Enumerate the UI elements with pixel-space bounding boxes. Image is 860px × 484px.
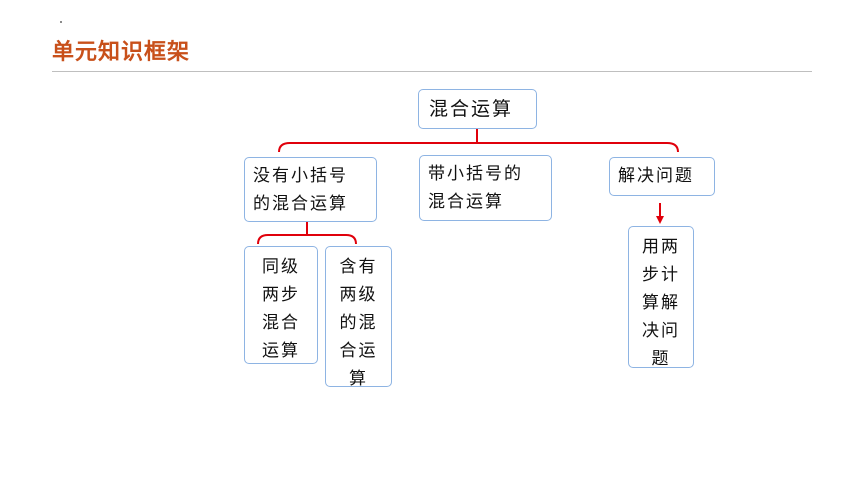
sub-node-two-levels-line: 算	[349, 369, 368, 390]
sub-node-same-level-line: 混合	[262, 313, 300, 334]
branch-no-parentheses: 没有小括号 的混合运算	[244, 157, 377, 222]
sub-node-two-levels-line: 两级	[339, 285, 378, 306]
branch-no-parentheses-line2: 的混合运算	[253, 194, 348, 215]
sub-node-same-level-line: 同级	[262, 257, 300, 277]
branch-with-parentheses: 带小括号的 混合运算	[419, 155, 552, 221]
root-bracket	[278, 142, 679, 153]
root-node-label: 混合运算	[429, 98, 514, 120]
root-node: 混合运算	[418, 89, 537, 129]
branch-problem-solving-label: 解决问题	[618, 166, 694, 186]
sub-node-two-levels-line: 合运	[339, 341, 378, 362]
sub-node-two-step-problem: 用两 步计 算解 决问 题	[628, 226, 694, 369]
sub-node-two-levels-line: 的混	[339, 313, 378, 334]
sub-node-same-level-line: 运算	[262, 341, 300, 362]
sub-node-two-step-problem-line: 决问	[642, 321, 680, 342]
title-divider	[52, 71, 812, 72]
branch-no-parentheses-line1: 没有小括号	[253, 166, 348, 186]
page-title: 单元知识框架	[52, 40, 191, 65]
sub-node-same-level-line: 两步	[262, 285, 300, 306]
decorative-dot	[60, 21, 62, 23]
sub-node-same-level: 同级 两步 混合 运算	[244, 246, 318, 364]
sub-bracket	[257, 234, 357, 245]
branch-problem-solving: 解决问题	[609, 157, 715, 196]
sub-node-two-step-problem-line: 步计	[642, 265, 680, 286]
sub-node-two-levels: 含有 两级 的混 合运 算	[325, 246, 392, 389]
sub-node-two-step-problem-line: 用两	[642, 237, 680, 257]
branch-with-parentheses-line2: 混合运算	[428, 192, 504, 213]
sub-node-two-levels-line: 含有	[339, 257, 378, 277]
sub-node-two-step-problem-line: 题	[651, 349, 671, 370]
sub-node-two-step-problem-line: 算解	[642, 293, 680, 314]
branch-with-parentheses-line1: 带小括号的	[428, 164, 523, 184]
